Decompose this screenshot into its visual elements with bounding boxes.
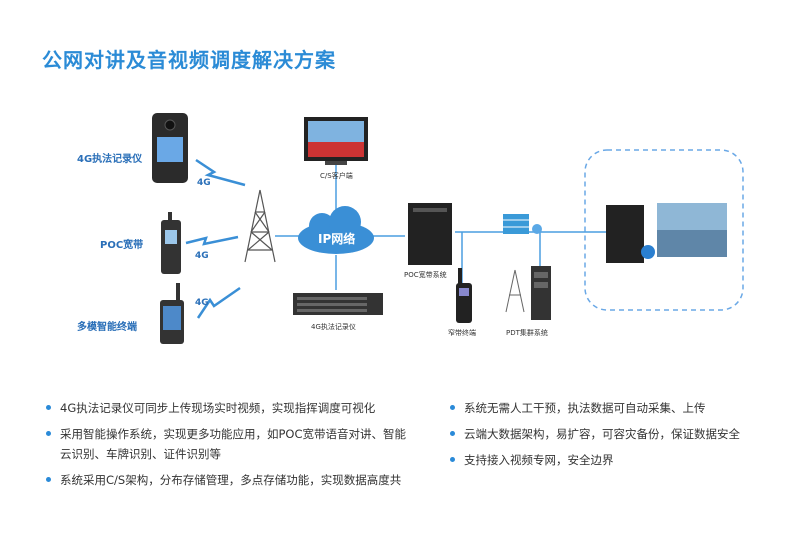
cs-client-monitor [304, 117, 368, 165]
ip-cloud [298, 206, 374, 254]
multimode-terminal [160, 283, 184, 344]
label-poc: POC宽带 [100, 240, 144, 251]
wireless-bolt-1 [195, 158, 246, 187]
label-multimode: 多模智能终端 [77, 322, 137, 333]
bullets-left: 4G执法记录仪可同步上传现场实时视频，实现指挥调度可视化 采用智能操作系统，实现… [46, 398, 416, 496]
page-title: 公网对讲及音视频调度解决方案 [42, 48, 336, 72]
firewall [503, 214, 542, 234]
poc-handset [161, 212, 181, 274]
cell-tower [244, 189, 276, 263]
control-room-photo [657, 203, 727, 257]
datacenter-server [606, 205, 655, 263]
pdt-cabinet [531, 266, 551, 320]
wireless-bolt-2 [185, 235, 239, 246]
wireless-links [185, 158, 246, 319]
network-diagram [152, 113, 744, 344]
bullet-item: 采用智能操作系统，实现更多功能应用，如POC宽带语音对讲、智能云识别、车牌识别、… [46, 424, 416, 464]
label-4g-3: 4G [195, 298, 209, 308]
pdt-tower [505, 269, 525, 313]
label-recorder: 4G执法记录仪 [311, 323, 356, 331]
label-bodycam: 4G执法记录仪 [77, 154, 143, 165]
label-4g-2: 4G [195, 251, 209, 261]
label-4g-1: 4G [197, 178, 211, 188]
label-pdt: PDT集群系统 [506, 329, 548, 337]
bodycam-device [152, 113, 188, 183]
bullet-item: 系统采用C/S架构，分布存储管理，多点存储功能，实现数据高度共 [46, 470, 416, 490]
label-cs-client: C/S客户端 [320, 172, 353, 180]
narrowband-handset [456, 268, 472, 323]
bullet-item: 系统无需人工干预，执法数据可自动采集、上传 [450, 398, 770, 418]
datacenter-box [584, 149, 744, 311]
wireless-bolt-3 [196, 286, 241, 319]
label-narrowband: 窄带终端 [448, 329, 476, 337]
bullet-item: 支持接入视频专网，安全边界 [450, 450, 770, 470]
bullet-item: 云端大数据架构，易扩容，可容灾备份，保证数据安全 [450, 424, 770, 444]
poc-server [408, 203, 452, 265]
recorder-rack [293, 293, 383, 315]
bullet-item: 4G执法记录仪可同步上传现场实时视频，实现指挥调度可视化 [46, 398, 416, 418]
bullets-right: 系统无需人工干预，执法数据可自动采集、上传 云端大数据架构，易扩容，可容灾备份，… [450, 398, 770, 476]
label-ip-network: IP网络 [318, 232, 356, 246]
label-poc-system: POC宽带系统 [404, 271, 447, 279]
